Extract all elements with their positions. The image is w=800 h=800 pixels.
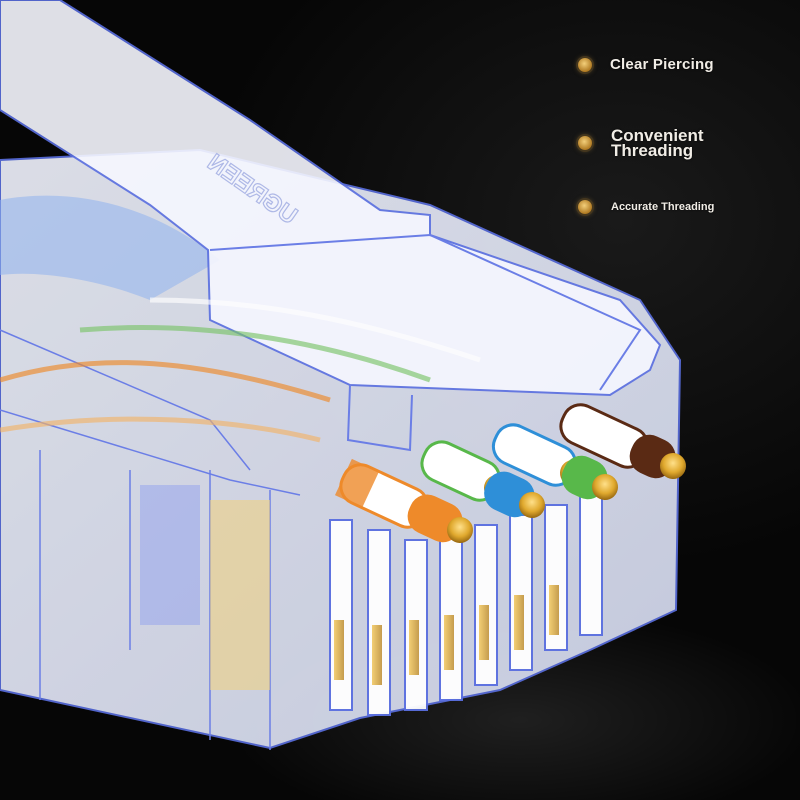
gold-dot-icon [578, 57, 592, 72]
gold-pins [334, 585, 559, 685]
wire-end-blue [484, 471, 545, 518]
feature-accurate-threading: Accurate Threading [578, 200, 714, 214]
feature-label: Convenient Threading [611, 126, 704, 160]
connector-latch [0, 0, 662, 397]
gold-dot-icon [578, 200, 592, 214]
gold-dot-icon [578, 136, 592, 150]
wire-end-brown [629, 434, 686, 479]
inner-sheen [0, 195, 220, 300]
wire-end-green [561, 455, 618, 500]
latch-ridge [209, 233, 642, 452]
gold-block [210, 500, 270, 690]
wire-end-orange [407, 494, 473, 543]
internal-wires [0, 297, 481, 443]
feature-label: Accurate Threading [611, 201, 715, 213]
feature-convenient-threading: Convenient Threading [578, 126, 741, 160]
blue-side-panel [140, 485, 200, 625]
feature-clear-piercing: Clear Piercing [578, 56, 714, 73]
feature-label: Clear Piercing [610, 56, 714, 73]
